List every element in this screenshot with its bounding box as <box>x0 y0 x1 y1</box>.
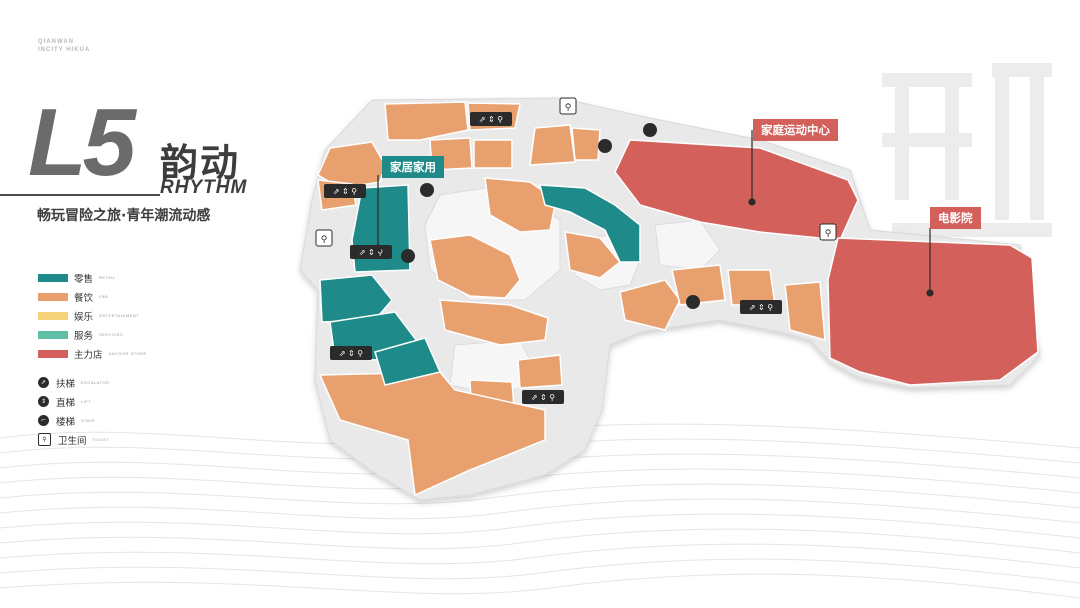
escalator-marker[interactable]: ⇗ ⇕ ⚲ <box>740 300 782 314</box>
legend-label-en: RETAIL <box>99 275 116 280</box>
legend-swatch <box>38 349 68 358</box>
floor-theme-en: RHYTHM <box>160 177 248 198</box>
shop-unit[interactable] <box>439 299 549 346</box>
svg-text:⚲: ⚲ <box>565 103 572 113</box>
facility-item-stairs: ⌐ 楼梯 STAIR <box>38 411 109 430</box>
shop-unit[interactable] <box>473 139 513 169</box>
svg-text:⚲: ⚲ <box>825 229 832 239</box>
anchor-cinema[interactable] <box>827 237 1039 386</box>
elevator-icon: ⇕ <box>38 396 49 407</box>
shop-unit[interactable] <box>517 354 563 389</box>
escalator-marker[interactable]: ⇗ ⇕ ⚲ <box>350 245 392 259</box>
shop-unit[interactable] <box>317 141 386 189</box>
legend-label-en: F&B <box>99 294 109 299</box>
stairs-marker[interactable] <box>401 249 415 263</box>
escalator-marker[interactable]: ⇗ ⇕ ⚲ <box>330 346 372 360</box>
shop-unit[interactable] <box>571 127 601 161</box>
facility-label: 直梯 <box>56 397 76 409</box>
svg-text:⚲: ⚲ <box>321 235 328 245</box>
shop-unit[interactable] <box>619 279 681 331</box>
shop-unit[interactable] <box>319 274 393 323</box>
category-legend: 零售 RETAIL 餐饮 F&B 娱乐 ENTERTAINMENT 服务 SER… <box>38 268 147 363</box>
callout-cinema[interactable]: 电影院 <box>930 207 981 229</box>
legend-item-entertainment: 娱乐 ENTERTAINMENT <box>38 306 147 325</box>
anchor-units <box>614 139 1039 386</box>
legend-swatch <box>38 311 68 320</box>
escalator-marker[interactable]: ⇗ ⇕ ⚲ <box>324 184 366 198</box>
floor-subtitle: 畅玩冒险之旅·青年潮流动感 <box>37 208 211 224</box>
callout-leaders <box>374 130 934 297</box>
toilet-marker[interactable]: ⚲ <box>819 223 837 241</box>
toilet-marker[interactable]: ⚲ <box>315 229 333 247</box>
stairs-marker[interactable] <box>643 123 657 137</box>
facility-item-escalator: ⇗ 扶梯 ESCALATOR <box>38 373 109 392</box>
callout-home-furnishing[interactable]: 家居家用 <box>382 156 444 178</box>
shop-unit[interactable] <box>318 371 546 497</box>
legend-swatch <box>38 330 68 339</box>
legend-label-en: ANCHOR STORE <box>108 351 147 356</box>
facility-label: 楼梯 <box>56 416 76 428</box>
shop-unit[interactable] <box>784 281 826 342</box>
callout-family-sports-center[interactable]: 家庭运动中心 <box>753 119 838 141</box>
legend-label-en: ENTERTAINMENT <box>99 313 140 318</box>
facility-label-en: STAIR <box>81 418 95 423</box>
toilet-marker[interactable]: ⚲ <box>559 97 577 115</box>
brand-line-1: QIANWAN <box>38 39 74 45</box>
heading-divider <box>0 194 160 196</box>
brand-mark: QIANWAN INCITY HIKUA <box>38 38 90 54</box>
stairs-marker[interactable] <box>686 295 700 309</box>
brand-line-2: INCITY HIKUA <box>38 47 91 53</box>
svg-text:⇗ ⇕ ⚲: ⇗ ⇕ ⚲ <box>333 187 357 196</box>
stairs-marker[interactable] <box>420 183 434 197</box>
legend-item-anchor: 主力店 ANCHOR STORE <box>38 344 147 363</box>
floor-theme-cn: 韵动 <box>160 141 241 185</box>
facility-label: 扶梯 <box>56 378 76 390</box>
shop-unit[interactable] <box>564 231 622 279</box>
escalator-marker[interactable] <box>598 139 612 153</box>
escalator-marker[interactable]: ⇗ ⇕ ⚲ <box>470 112 512 126</box>
escalator-icon: ⇗ <box>38 377 49 388</box>
legend-item-retail: 零售 RETAIL <box>38 268 147 287</box>
legend-item-services: 服务 SERVICES <box>38 325 147 344</box>
facility-item-toilet: ⚲ 卫生间 TOILET <box>38 430 109 449</box>
svg-text:⇗ ⇕ ⚲: ⇗ ⇕ ⚲ <box>531 393 555 402</box>
shop-unit[interactable] <box>529 124 576 166</box>
stairs-icon: ⌐ <box>38 415 49 426</box>
facility-item-elevator: ⇕ 直梯 LIFT <box>38 392 109 411</box>
legend-swatch <box>38 273 68 282</box>
legend-label: 零售 <box>74 273 94 285</box>
legend-label: 娱乐 <box>74 311 94 323</box>
escalator-marker[interactable]: ⇗ ⇕ ⚲ <box>522 390 564 404</box>
floor-number: L5 <box>28 89 136 196</box>
facility-label-en: ESCALATOR <box>81 380 110 385</box>
shop-unit[interactable] <box>429 234 521 299</box>
fnb-units <box>317 101 826 497</box>
shop-unit[interactable] <box>484 177 557 233</box>
facility-label: 卫生间 <box>58 435 87 447</box>
legend-swatch <box>38 292 68 301</box>
facility-legend: ⇗ 扶梯 ESCALATOR ⇕ 直梯 LIFT ⌐ 楼梯 STAIR ⚲ 卫生… <box>38 373 109 449</box>
shop-unit[interactable] <box>671 264 726 306</box>
legend-label: 服务 <box>74 330 94 342</box>
svg-text:⇗ ⇕ ⚲: ⇗ ⇕ ⚲ <box>339 349 363 358</box>
shop-unit[interactable] <box>374 337 442 386</box>
legend-item-fnb: 餐饮 F&B <box>38 287 147 306</box>
shop-unit[interactable] <box>384 101 469 141</box>
legend-label: 餐饮 <box>74 292 94 304</box>
svg-text:⇗ ⇕ ⚲: ⇗ ⇕ ⚲ <box>479 115 503 124</box>
shop-unit[interactable] <box>727 269 776 306</box>
facility-label-en: LIFT <box>81 399 92 404</box>
legend-label-en: SERVICES <box>99 332 124 337</box>
svg-text:⇗ ⇕ ⚲: ⇗ ⇕ ⚲ <box>749 303 773 312</box>
facility-markers: ⇗ ⇕ ⚲ ⚲ ⇗ ⇕ ⚲ ⚲ ⇗ ⇕ ⚲ ⇗ ⇕ ⚲ ⇗ ⇕ ⚲ <box>315 97 837 404</box>
toilet-icon: ⚲ <box>38 433 51 446</box>
svg-text:⇗ ⇕ ⚲: ⇗ ⇕ ⚲ <box>359 248 383 257</box>
anchor-family-sports-center[interactable] <box>614 139 859 241</box>
legend-label: 主力店 <box>74 349 103 361</box>
facility-label-en: TOILET <box>92 437 110 442</box>
shop-unit[interactable] <box>539 184 641 263</box>
